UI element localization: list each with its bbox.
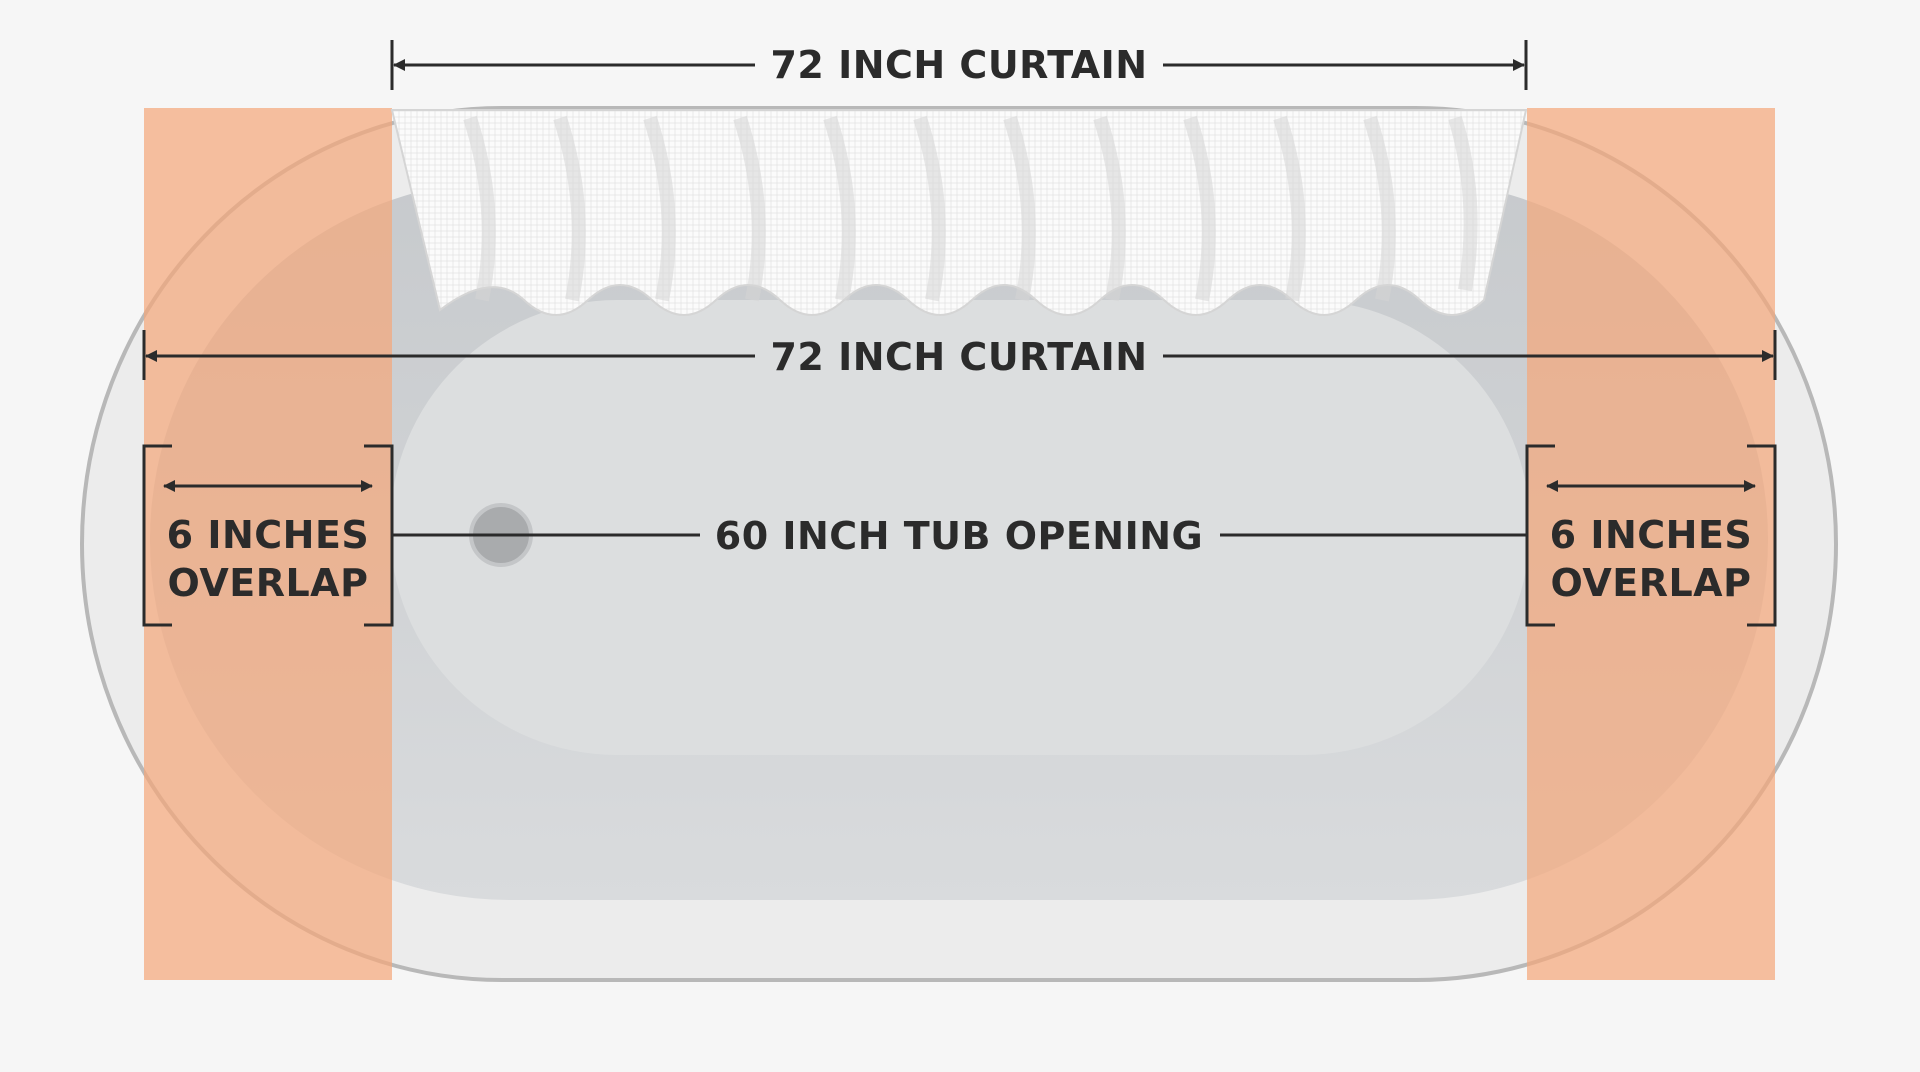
right-overlap-label-line1: 6 INCHES — [1550, 513, 1753, 557]
left-overlap-zone — [144, 108, 392, 980]
left-overlap-label-line1: 6 INCHES — [167, 513, 370, 557]
right-overlap-label-line2: OVERLAP — [1551, 561, 1752, 605]
tub-floor — [390, 300, 1530, 755]
right-overlap-callout: 6 INCHES OVERLAP — [1525, 444, 1777, 627]
left-overlap-callout: 6 INCHES OVERLAP — [142, 444, 394, 627]
left-overlap-label-line2: OVERLAP — [168, 561, 369, 605]
curtain — [390, 109, 1528, 316]
tub-opening-dimension: 60 INCH TUB OPENING — [392, 514, 1527, 558]
tub-opening-label: 60 INCH TUB OPENING — [715, 514, 1204, 558]
right-overlap-zone — [1527, 108, 1775, 980]
top-curtain-dimension: 72 INCH CURTAIN — [390, 40, 1528, 90]
middle-curtain-dimension: 72 INCH CURTAIN — [142, 330, 1777, 380]
top-curtain-label: 72 INCH CURTAIN — [770, 43, 1147, 87]
middle-curtain-label: 72 INCH CURTAIN — [770, 335, 1147, 379]
